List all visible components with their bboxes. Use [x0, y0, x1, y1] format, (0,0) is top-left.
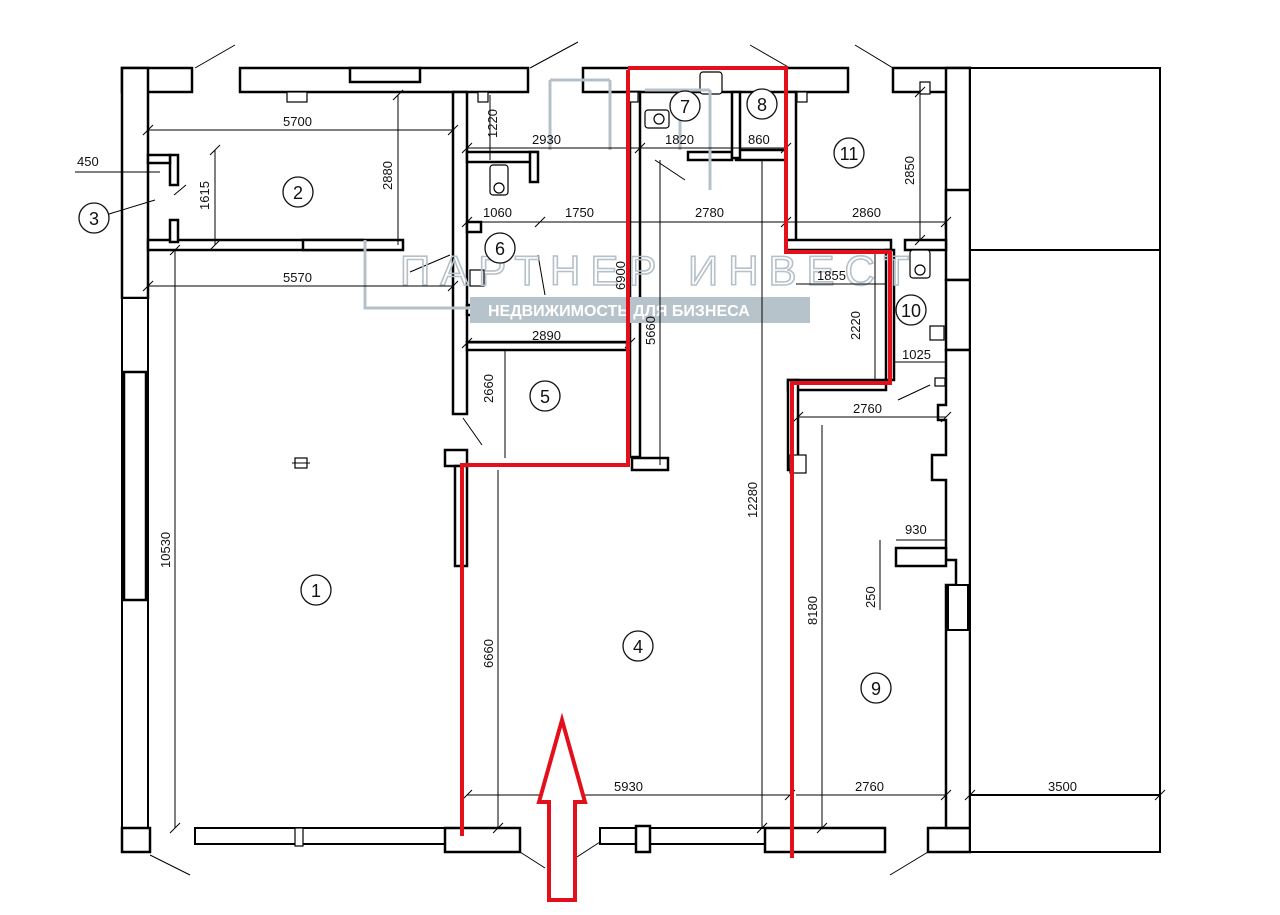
- dim-1855: 1855: [817, 268, 846, 283]
- dim-1025: 1025: [902, 347, 931, 362]
- dim-2780: 2780: [695, 205, 724, 220]
- dim-2760-lower: 2760: [855, 779, 884, 794]
- dim-5700: 5700: [283, 114, 312, 129]
- dim-6900: 6900: [613, 261, 628, 290]
- dim-5930: 5930: [614, 779, 643, 794]
- dim-2660: 2660: [481, 374, 496, 403]
- room-6: 6: [484, 232, 516, 264]
- highlighted-area-outline-right: [628, 66, 892, 858]
- watermark-logo: ПАРТНЕР ИНВЕСТ НЕДВИЖИМОСТЬ ДЛЯ БИЗНЕСА: [363, 78, 919, 323]
- room-10: 10: [895, 294, 927, 326]
- dim-2930: 2930: [532, 132, 561, 147]
- svg-text:9: 9: [871, 679, 881, 699]
- dim-2220: 2220: [848, 311, 863, 340]
- svg-text:4: 4: [633, 637, 643, 657]
- room-11: 11: [833, 137, 865, 169]
- dim-2880: 2880: [380, 161, 395, 190]
- svg-text:1: 1: [311, 581, 321, 601]
- dim-250: 250: [863, 586, 878, 608]
- room-8: 8: [746, 88, 778, 120]
- dim-3500: 3500: [1048, 779, 1077, 794]
- dim-1750: 1750: [565, 205, 594, 220]
- dim-2850: 2850: [902, 156, 917, 185]
- watermark-tagline: НЕДВИЖИМОСТЬ ДЛЯ БИЗНЕСА: [488, 303, 750, 320]
- dim-450: 450: [77, 154, 99, 169]
- room-4: 4: [622, 630, 654, 662]
- svg-text:6: 6: [495, 239, 505, 259]
- dim-860: 860: [748, 132, 770, 147]
- dim-1220: 1220: [485, 109, 500, 138]
- dim-8180: 8180: [805, 596, 820, 625]
- dim-2760-upper: 2760: [853, 401, 882, 416]
- svg-text:8: 8: [757, 95, 767, 115]
- dim-5660: 5660: [643, 316, 658, 345]
- room-2: 2: [282, 176, 314, 208]
- room-9: 9: [860, 672, 892, 704]
- highlighted-area-outline: [460, 70, 630, 836]
- svg-text:7: 7: [680, 97, 690, 117]
- dim-1060: 1060: [483, 205, 512, 220]
- svg-text:10: 10: [901, 301, 921, 321]
- dim-1820: 1820: [665, 132, 694, 147]
- dim-5570: 5570: [283, 270, 312, 285]
- svg-text:5: 5: [540, 387, 550, 407]
- room-1: 1: [300, 574, 332, 606]
- fixtures: [149, 41, 946, 876]
- room-3: 3: [78, 202, 110, 234]
- dim-6660: 6660: [481, 639, 496, 668]
- svg-text:3: 3: [89, 209, 99, 229]
- dimension-lines: [75, 92, 1160, 828]
- dim-2890: 2890: [532, 328, 561, 343]
- watermark-brand: ПАРТНЕР ИНВЕСТ: [400, 247, 919, 294]
- dimension-labels: 5700 1220 2930 1820 860 450 1615 2880 28…: [77, 109, 1077, 794]
- dim-10530: 10530: [158, 532, 173, 568]
- room-5: 5: [529, 380, 561, 412]
- dim-1615: 1615: [197, 181, 212, 210]
- svg-text:11: 11: [840, 144, 859, 164]
- dim-2860: 2860: [852, 205, 881, 220]
- dim-930: 930: [905, 522, 927, 537]
- dim-12280: 12280: [745, 482, 760, 518]
- svg-text:2: 2: [293, 183, 303, 203]
- room-7: 7: [669, 90, 701, 122]
- entrance-arrow: [536, 712, 588, 902]
- room-labels: 1 2 3 4 5 6 7 8 9 10 11: [78, 88, 927, 704]
